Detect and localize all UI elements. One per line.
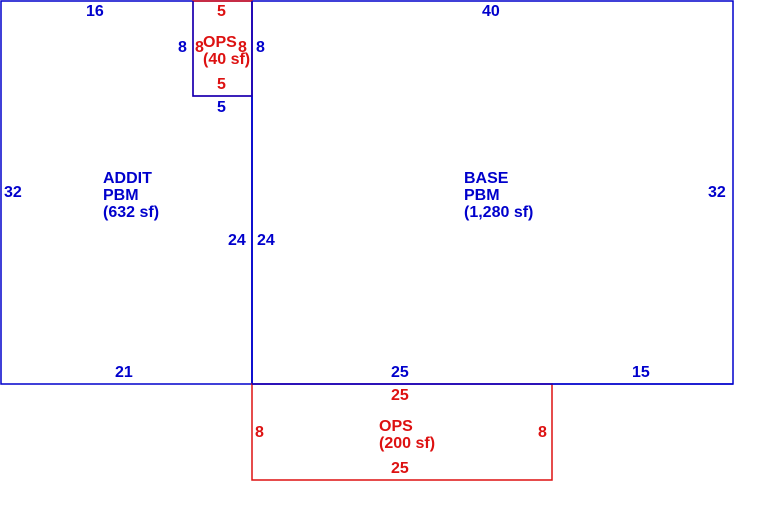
base-name-line2: PBM (464, 187, 500, 204)
dim-addit-right: 24 (228, 232, 246, 249)
base-name-line1: BASE (464, 170, 509, 187)
ops-small-area-value: (40 sf) (203, 51, 251, 68)
addit-area-label: ADDIT PBM (632 sf) (103, 170, 159, 221)
base-area-value: (1,280 sf) (464, 204, 534, 221)
dim-ops-small-below: 5 (217, 99, 226, 116)
ops-small-blue-edge (192, 1, 252, 97)
addit-name-line2: PBM (103, 187, 139, 204)
ops-large-area-label: OPS (200 sf) (379, 418, 435, 452)
dim-base-bottom-right: 15 (632, 364, 650, 381)
ops-small-area-label: OPS (40 sf) (203, 34, 250, 68)
addit-area-value: (632 sf) (103, 204, 160, 221)
dim-base-right: 32 (708, 184, 726, 201)
dim-ops-small-top: 5 (217, 3, 226, 20)
dim-ops-large-left: 8 (255, 424, 264, 441)
dim-addit-top: 16 (86, 3, 104, 20)
dim-ops-large-top: 25 (391, 387, 409, 404)
dim-addit-bottom: 21 (115, 364, 133, 381)
dim-ops-small-bottom: 5 (217, 76, 226, 93)
dim-ops-large-right: 8 (538, 424, 547, 441)
dim-base-bottom-left: 25 (391, 364, 409, 381)
dim-ops-small-left-inner: 8 (195, 39, 204, 56)
ops-large-name: OPS (379, 418, 413, 435)
dim-ops-large-bottom: 25 (391, 460, 409, 477)
ops-large-area-value: (200 sf) (379, 435, 436, 452)
dim-ops-small-right-inner: 8 (238, 39, 247, 56)
base-area-label: BASE PBM (1,280 sf) (464, 170, 533, 221)
dim-base-left: 24 (257, 232, 275, 249)
dim-base-top: 40 (482, 3, 500, 20)
addit-name-line1: ADDIT (103, 170, 152, 187)
dim-ops-small-left-outer: 8 (178, 39, 187, 56)
dim-ops-small-right-outer: 8 (256, 39, 265, 56)
ops-small-name: OPS (203, 34, 237, 51)
dim-addit-left: 32 (4, 184, 22, 201)
